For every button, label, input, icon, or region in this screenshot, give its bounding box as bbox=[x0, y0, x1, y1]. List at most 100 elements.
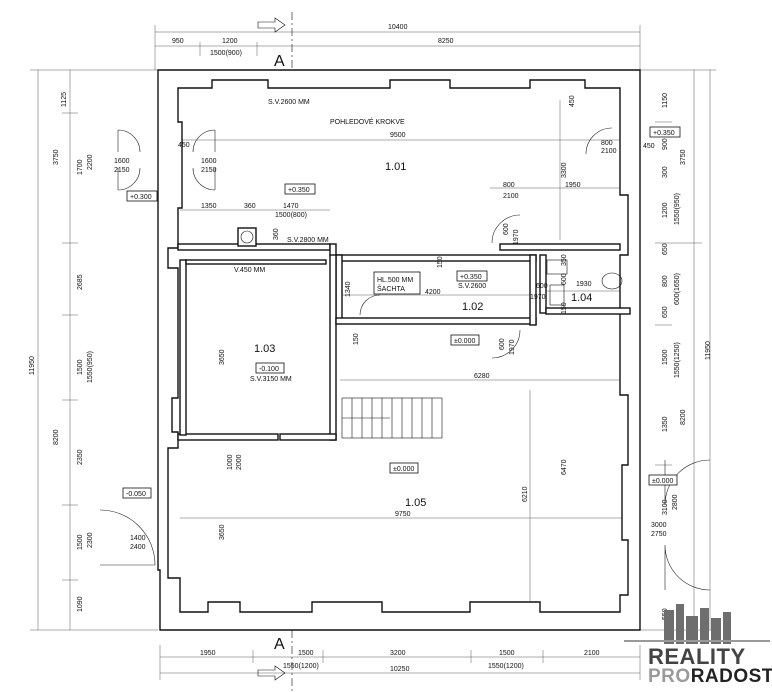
dim-350: 350 bbox=[561, 254, 568, 266]
dim-1500-900: 1500(900) bbox=[210, 50, 242, 57]
label-hl500: HL.500 MM bbox=[377, 277, 413, 284]
dim-6210: 6210 bbox=[522, 486, 529, 502]
dim-l1500: 1500 bbox=[77, 359, 84, 375]
dim-r1550-950: 1550(950) bbox=[674, 193, 681, 225]
dim-2150b: 2150 bbox=[201, 167, 217, 174]
dim-l3750: 3750 bbox=[53, 149, 60, 165]
dim-3650a: 3650 bbox=[219, 349, 226, 365]
dim-r3750: 3750 bbox=[680, 149, 687, 165]
dim-1470: 1470 bbox=[283, 203, 299, 210]
level-p0350a: +0.350 bbox=[288, 187, 310, 194]
dim-1500b: 1500 bbox=[499, 650, 515, 657]
dim-r650a: 650 bbox=[662, 243, 669, 255]
level-p0300: +0.300 bbox=[130, 194, 152, 201]
dim-2100c: 2100 bbox=[584, 650, 600, 657]
dim-800a: 800 bbox=[601, 140, 613, 147]
staircase bbox=[341, 397, 443, 439]
dim-r1550-1250: 1550(1250) bbox=[674, 342, 681, 378]
dim-l1500b: 1500 bbox=[77, 534, 84, 550]
label-sv2800: S.V.2800 MM bbox=[287, 237, 329, 244]
dim-1400: 1400 bbox=[130, 535, 146, 542]
dim-1340: 1340 bbox=[345, 281, 352, 297]
dim-950: 950 bbox=[172, 38, 184, 45]
dim-450c: 450 bbox=[643, 143, 655, 150]
dim-l8200: 8200 bbox=[53, 429, 60, 445]
fixtures bbox=[237, 227, 623, 306]
level-z0000b: ±0.000 bbox=[393, 466, 414, 473]
level-m0100: -0.100 bbox=[259, 366, 279, 373]
dim-1970c: 1970 bbox=[509, 339, 516, 355]
dim-r8200: 8200 bbox=[680, 409, 687, 425]
dim-1550-1200a: 1550(1200) bbox=[283, 663, 319, 670]
dim-l1125: 1125 bbox=[61, 92, 68, 107]
dim-6470: 6470 bbox=[561, 459, 568, 475]
dim-3300: 3300 bbox=[561, 162, 568, 178]
dim-2100b: 2100 bbox=[503, 193, 519, 200]
dim-l2350: 2350 bbox=[77, 449, 84, 465]
section-mark-top: A bbox=[274, 53, 285, 70]
dim-450a: 450 bbox=[178, 142, 190, 149]
dim-8250: 8250 bbox=[438, 38, 454, 45]
room-105: 1.05 bbox=[405, 497, 426, 509]
dim-1970a: 1970 bbox=[513, 229, 520, 245]
brand-radost: RADOST bbox=[690, 666, 772, 687]
dim-9500: 9500 bbox=[390, 132, 406, 139]
room-103: 1.03 bbox=[254, 343, 275, 355]
room-101: 1.01 bbox=[385, 161, 406, 173]
dim-2750: 2750 bbox=[651, 531, 667, 538]
dim-3200: 3200 bbox=[390, 650, 406, 657]
dim-3000: 3000 bbox=[651, 522, 667, 529]
section-mark-bottom: A bbox=[274, 636, 285, 653]
dim-l1700: 1700 bbox=[77, 159, 84, 175]
dim-l2685: 2685 bbox=[77, 274, 84, 290]
dim-800b: 800 bbox=[503, 182, 515, 189]
city-skyline-icon bbox=[624, 604, 770, 644]
dim-r900: 900 bbox=[662, 138, 669, 150]
dim-1500-800: 1500(800) bbox=[275, 212, 307, 219]
label-sv2600: S.V.2600 MM bbox=[268, 99, 310, 106]
label-sachta: ŠACHTA bbox=[377, 284, 405, 293]
dim-600a: 600 bbox=[503, 223, 510, 235]
dim-1550-1200b: 1550(1200) bbox=[488, 663, 524, 670]
brand-pro: PRO bbox=[648, 666, 691, 687]
dim-r1500: 1500 bbox=[662, 349, 669, 365]
dim-r3100: 3100 bbox=[662, 499, 669, 515]
level-z0000a: ±0.000 bbox=[454, 338, 475, 345]
dim-150a: 150 bbox=[437, 256, 444, 268]
dim-9750: 9750 bbox=[395, 511, 411, 518]
interior-walls bbox=[177, 243, 631, 441]
dim-r300: 300 bbox=[662, 166, 669, 178]
dim-150b: 150 bbox=[561, 302, 568, 314]
dim-1970b: 1970 bbox=[530, 294, 546, 301]
dim-2100a: 2100 bbox=[601, 148, 617, 155]
section-line bbox=[257, 12, 293, 692]
dim-10250: 10250 bbox=[390, 666, 410, 673]
dim-1950a: 1950 bbox=[565, 182, 581, 189]
dim-1930: 1930 bbox=[576, 281, 592, 288]
dim-l2200: 2200 bbox=[87, 154, 94, 170]
dim-l1550-950: 1550(950) bbox=[87, 351, 94, 383]
level-p0350c: +0.350 bbox=[460, 274, 482, 281]
dimension-texts: 10400 950 1200 8250 1500(900) 9500 450 4… bbox=[29, 24, 712, 673]
dim-2150a: 2150 bbox=[114, 167, 130, 174]
dim-1500a: 1500 bbox=[298, 650, 314, 657]
dim-360a: 360 bbox=[244, 203, 256, 210]
reality-proradost-logo: REALITY PRORADOST bbox=[624, 596, 772, 692]
dim-3650b: 3650 bbox=[219, 524, 226, 540]
dim-1000: 1000 bbox=[227, 454, 234, 470]
brand-line-1: REALITY bbox=[648, 644, 746, 669]
dim-r1150: 1150 bbox=[662, 93, 669, 108]
dim-l2300: 2300 bbox=[87, 532, 94, 548]
dim-1600a: 1600 bbox=[114, 158, 130, 165]
dim-10400: 10400 bbox=[388, 24, 408, 31]
dim-r800: 800 bbox=[662, 275, 669, 287]
dim-150c: 150 bbox=[353, 333, 360, 345]
dim-r1200: 1200 bbox=[662, 202, 669, 218]
dim-l11950: 11950 bbox=[29, 356, 36, 375]
dim-r1350: 1350 bbox=[662, 416, 669, 432]
label-krokve: POHLEDOVÉ KROKVE bbox=[330, 117, 405, 126]
label-sv2600b: S.V.2600 bbox=[458, 283, 486, 290]
dim-1950b: 1950 bbox=[200, 650, 216, 657]
dim-r2800: 2800 bbox=[672, 494, 679, 510]
dim-1350: 1350 bbox=[201, 203, 217, 210]
